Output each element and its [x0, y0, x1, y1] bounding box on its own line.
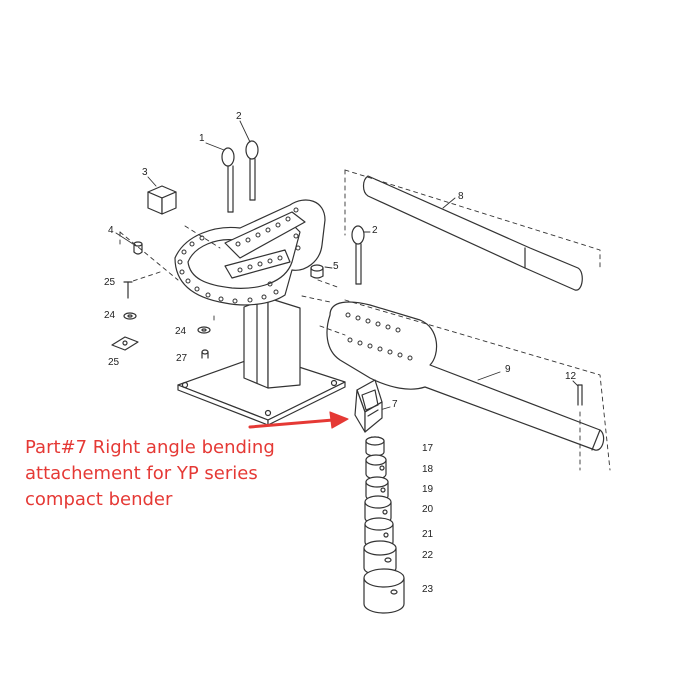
roller-23: [363, 568, 405, 614]
pin-12: [577, 384, 583, 406]
frame-holes: [177, 207, 301, 304]
label-part-5: 5: [333, 261, 339, 272]
label-part-9: 9: [505, 364, 511, 375]
eye-bolt-2: [245, 140, 259, 201]
label-part-18: 18: [422, 464, 434, 475]
roller-22: [363, 540, 397, 576]
label-part-20: 20: [422, 504, 434, 515]
label-part-2-right: 2: [372, 225, 378, 236]
eye-bolt-2-right: [351, 225, 365, 285]
label-part-3: 3: [142, 167, 148, 178]
cap-5: [310, 264, 324, 279]
roller-17: [365, 436, 385, 457]
label-part-8: 8: [458, 191, 464, 202]
label-part-1: 1: [199, 133, 205, 144]
label-part-17: 17: [422, 443, 434, 454]
label-part-25-bottom: 25: [108, 357, 120, 368]
handle-holes: [345, 312, 413, 361]
caption-line-2: attachement for YP series: [25, 463, 258, 484]
link-25: [111, 336, 139, 351]
bending-frame: [174, 199, 326, 306]
red-arrow: [248, 411, 349, 429]
pin-4: [133, 241, 143, 255]
washer-24-left: [123, 312, 137, 320]
washer-24-mid: [197, 326, 211, 334]
column: [243, 297, 301, 389]
label-part-27: 27: [176, 353, 188, 364]
label-part-25-top: 25: [104, 277, 116, 288]
screw-25: [123, 281, 133, 299]
eye-bolt-1: [221, 147, 235, 213]
part-7-caption: Part#7 Right angle bending attachement f…: [25, 435, 325, 513]
label-part-4: 4: [108, 225, 114, 236]
caption-line-3: compact bender: [25, 489, 173, 510]
label-part-2: 2: [236, 111, 242, 122]
bar-8: [362, 175, 583, 291]
nut-27: [201, 349, 209, 359]
base-plate: [177, 354, 346, 426]
label-part-24-mid: 24: [175, 326, 187, 337]
label-part-12: 12: [565, 371, 577, 382]
leader-lines: [115, 120, 579, 411]
attachment-7: [354, 379, 383, 433]
label-part-22: 22: [422, 550, 434, 561]
label-part-23: 23: [422, 584, 434, 595]
block-3: [147, 185, 177, 215]
assembly-lines: [119, 169, 611, 471]
label-part-24-left: 24: [104, 310, 116, 321]
caption-line-1: Part#7 Right angle bending: [25, 437, 275, 458]
label-part-19: 19: [422, 484, 434, 495]
handle-9: [326, 301, 605, 451]
roller-18: [365, 454, 387, 480]
label-part-21: 21: [422, 529, 434, 540]
label-part-7: 7: [392, 399, 398, 410]
